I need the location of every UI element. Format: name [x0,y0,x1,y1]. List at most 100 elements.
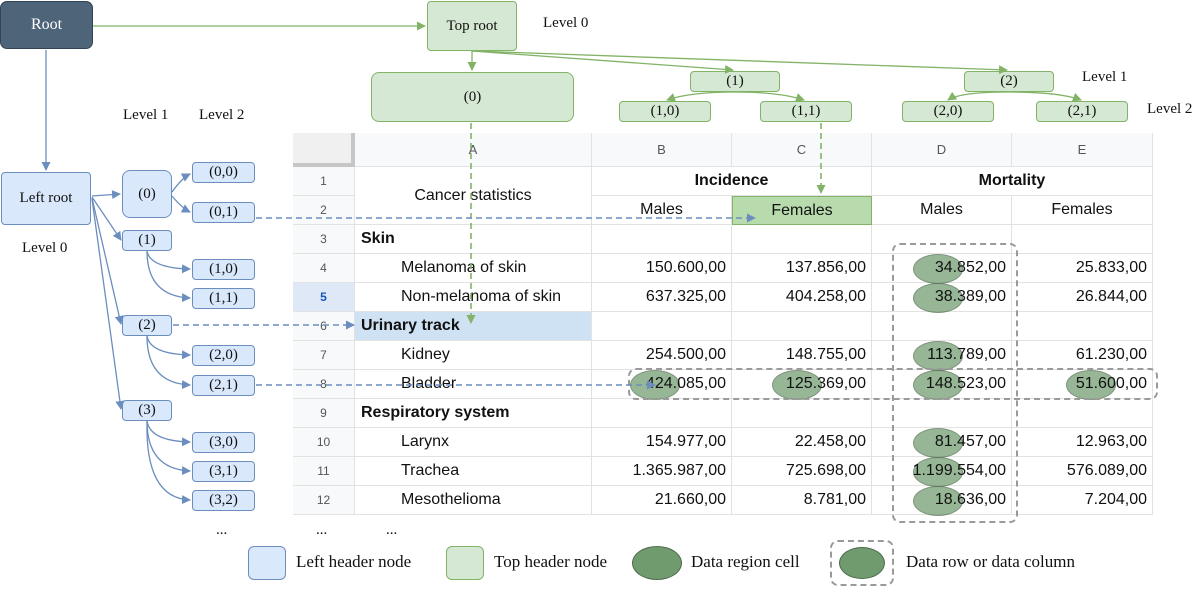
section-respiratory-cell[interactable]: Respiratory system [355,399,592,428]
row-number-1[interactable]: 1 [293,167,355,196]
empty-cell[interactable] [592,225,732,254]
mortality-header-cell[interactable]: Mortality [872,167,1153,196]
sheet-corner [293,133,355,167]
top-node-2-1: (2,1) [1036,101,1128,122]
row-number-7[interactable]: 7 [293,341,355,370]
row-number-2[interactable]: 2 [293,196,355,225]
row-label-non-melanoma[interactable]: Non-melanoma of skin [355,283,592,312]
value-text: 38.389,00 [934,288,1006,305]
data-cell[interactable]: 25.833,00 [1012,254,1153,283]
data-cell[interactable]: 637.325,00 [592,283,732,312]
row-label-mesothelioma[interactable]: Mesothelioma [355,486,592,515]
value-text: 61.230,00 [1075,346,1147,363]
incidence-females-text: Females [771,201,833,219]
empty-cell[interactable] [592,399,732,428]
data-cell[interactable]: 8.781,00 [732,486,872,515]
data-cell[interactable]: 725.698,00 [732,457,872,486]
value-text: 21.660,00 [654,491,726,508]
ellipsis-left-nodes: ... [216,522,228,538]
row-label-kidney[interactable]: Kidney [355,341,592,370]
row-label-bladder[interactable]: Bladder [355,370,592,399]
row-label-trachea[interactable]: Trachea [355,457,592,486]
value-text: 12.963,00 [1075,433,1147,450]
data-cell[interactable]: 81.457,00 [872,428,1012,458]
mortality-females-text: Females [1051,201,1113,218]
title-cell[interactable]: Cancer statistics [355,167,592,225]
mortality-text: Mortality [978,172,1046,189]
data-cell-marker [913,486,963,516]
value-text: 25.833,00 [1075,259,1147,276]
row-number-10[interactable]: 10 [293,428,355,457]
title-text: Cancer statistics [414,186,532,204]
column-header-d[interactable]: D [872,133,1012,167]
data-cell[interactable]: 154.977,00 [592,428,732,457]
empty-cell[interactable] [732,312,872,341]
mortality-females-cell[interactable]: Females [1012,196,1153,225]
data-cell[interactable]: 12.963,00 [1012,428,1153,457]
empty-cell[interactable] [592,312,732,341]
empty-cell[interactable] [872,399,1012,428]
data-cell[interactable]: 404.258,00 [732,283,872,312]
value-text: 424.085,00 [645,375,726,392]
section-skin-cell[interactable]: Skin [355,225,592,254]
column-header-b[interactable]: B [592,133,732,167]
incidence-header-cell[interactable]: Incidence [592,167,872,196]
label-text: Larynx [401,433,450,450]
ellipsis-row-numbers: ... [316,522,328,538]
data-cell[interactable]: 21.660,00 [592,486,732,515]
row-number-4[interactable]: 4 [293,254,355,283]
data-cell[interactable]: 18.636,00 [872,486,1012,516]
column-header-c[interactable]: C [732,133,872,167]
row-number-6[interactable]: 6 [293,312,355,341]
left-node-1: (1) [122,230,172,251]
row-number-5[interactable]: 5 [293,283,355,312]
value-text: 34.852,00 [934,259,1006,276]
data-cell[interactable]: 26.844,00 [1012,283,1153,312]
empty-cell[interactable] [732,399,872,428]
data-cell[interactable]: 7.204,00 [1012,486,1153,515]
data-cell[interactable]: 148.755,00 [732,341,872,370]
empty-cell[interactable] [1012,225,1153,254]
value-text: 254.500,00 [645,346,726,363]
row-number-12[interactable]: 12 [293,486,355,515]
left-node-1-0: (1,0) [192,259,255,280]
left-node-2: (2) [122,315,172,336]
column-header-a[interactable]: A [355,133,592,167]
data-cell[interactable]: 113.789,00 [872,341,1012,371]
mortality-males-cell[interactable]: Males [872,196,1012,225]
data-cell[interactable]: 22.458,00 [732,428,872,457]
data-cell[interactable]: 1.365.987,00 [592,457,732,486]
row-number-8[interactable]: 8 [293,370,355,399]
left-node-3-1: (3,1) [192,461,255,482]
empty-cell[interactable] [872,225,1012,254]
row-label-larynx[interactable]: Larynx [355,428,592,457]
data-cell[interactable]: 1.199.554,00 [872,457,1012,487]
empty-cell[interactable] [872,312,1012,341]
data-cell[interactable]: 254.500,00 [592,341,732,370]
level0-top-label: Level 0 [543,15,589,31]
row-label-melanoma[interactable]: Melanoma of skin [355,254,592,283]
section-urinary-cell[interactable]: Urinary track [355,312,592,341]
row-number-9[interactable]: 9 [293,399,355,428]
empty-cell[interactable] [1012,312,1153,341]
empty-cell[interactable] [1012,399,1153,428]
mortality-males-text: Males [920,201,963,218]
spreadsheet: A B C D E 1 2 3 4 5 6 7 8 9 10 11 12 Can… [293,133,1153,516]
data-cell[interactable]: 137.856,00 [732,254,872,283]
incidence-females-cell[interactable]: Females [732,196,872,225]
data-cell[interactable]: 148.523,00 [872,370,1012,400]
data-cell[interactable]: 61.230,00 [1012,341,1153,370]
legend-data-cell-swatch [632,546,682,580]
value-text: 51.600,00 [1075,375,1147,392]
incidence-text: Incidence [694,172,769,189]
data-cell[interactable]: 150.600,00 [592,254,732,283]
data-cell[interactable]: 576.089,00 [1012,457,1153,486]
column-header-e[interactable]: E [1012,133,1153,167]
row-number-11[interactable]: 11 [293,457,355,486]
incidence-males-cell[interactable]: Males [592,196,732,225]
top-root-node: Top root [427,1,517,51]
empty-cell[interactable] [732,225,872,254]
data-cell[interactable]: 38.389,00 [872,283,1012,313]
row-number-3[interactable]: 3 [293,225,355,254]
data-cell-marker [913,341,963,371]
